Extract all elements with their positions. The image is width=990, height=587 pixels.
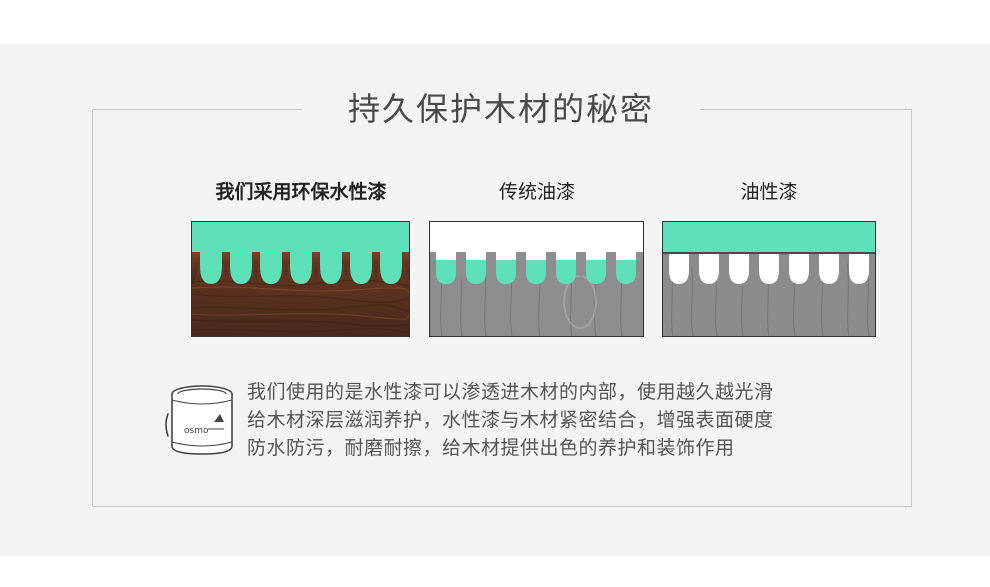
coating-layer xyxy=(430,222,643,252)
coating-penetration xyxy=(200,250,402,284)
description-line: 我们使用的是水性漆可以渗透进木材的内部，使用越久越光滑 xyxy=(247,381,774,403)
wood-grain-light xyxy=(192,286,409,320)
wood-grain xyxy=(192,279,409,333)
paint-can-icon: osmo xyxy=(162,380,242,460)
description-line: 给木材深层滋润养护，水性漆与木材紧密结合，增强表面硬度 xyxy=(247,409,774,431)
description-line: 防水防污，耐磨耐擦，给木材提供出色的养护和装饰作用 xyxy=(247,437,735,459)
description: 我们使用的是水性漆可以渗透进木材的内部，使用越久越光滑 给木材深层滋润养护，水性… xyxy=(247,378,887,462)
coating-edge xyxy=(663,252,875,254)
white-penetration xyxy=(436,252,636,260)
wood-spikes xyxy=(192,252,409,280)
panel-label-water-based: 我们采用环保水性漆 xyxy=(215,181,387,203)
illustration-traditional-paint xyxy=(429,221,644,337)
coating-penetration xyxy=(436,260,636,284)
title-gap xyxy=(302,85,700,135)
illustration-water-based xyxy=(191,221,410,337)
coating-layer xyxy=(663,222,875,252)
illustration-oil-based xyxy=(662,221,876,337)
wood-spikes xyxy=(663,254,875,282)
can-brand-text: osmo xyxy=(184,426,209,436)
panel-label-oil-based: 油性漆 xyxy=(740,181,798,203)
coating-layer xyxy=(192,222,409,252)
panel-label-traditional-paint: 传统油漆 xyxy=(498,181,575,203)
wood-spikes xyxy=(430,252,643,282)
section-title: 持久保护木材的秘密 xyxy=(347,90,654,128)
empty-pores xyxy=(669,254,869,284)
